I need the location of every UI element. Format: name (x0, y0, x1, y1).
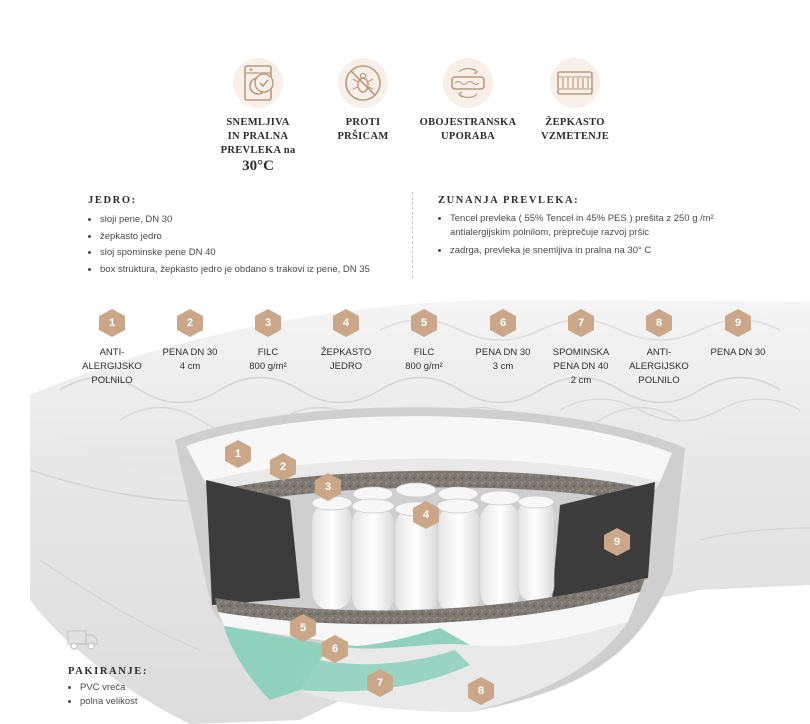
callout-8: 8 (468, 677, 494, 705)
feature-label: ŽEPKASTO VZMETENJE (540, 117, 610, 142)
feature-label: OBOJESTRANSKA UPORABA (419, 117, 517, 142)
cover-spec: ZUNANJA PREVLEKA: Tencel prevleka ( 55% … (438, 195, 738, 258)
packaging-spec: PAKIRANJE: PVC vreča polna velikost (68, 666, 268, 709)
legend-label-4: ŽEPKASTO JEDRO (320, 347, 372, 372)
list-item: PVC vreča (80, 681, 268, 695)
spec-divider (412, 192, 413, 278)
callout-6: 6 (322, 635, 348, 663)
legend-label-7: SPOMINSKA PENA DN 40 2 cm (552, 347, 610, 386)
feature-double-sided: OBOJESTRANSKA UPORABA (413, 56, 523, 144)
callout-7: 7 (367, 669, 393, 697)
packaging-title: PAKIRANJE: (68, 666, 148, 677)
anti-mite-icon (336, 56, 390, 110)
washing-machine-icon (231, 56, 285, 110)
legend-label-5: FILC 800 g/m² (405, 347, 443, 372)
feature-temperature: 30°C (242, 158, 274, 174)
callout-9: 9 (604, 528, 630, 556)
cover-spec-title: ZUNANJA PREVLEKA: (438, 195, 580, 206)
list-item: box struktura, žepkasto jedro je obdano … (100, 262, 403, 279)
pocket-spring-icon (548, 56, 602, 110)
list-item: zadrga, prevleka je snemljiva in pralna … (450, 244, 738, 258)
packaging-list: PVC vreča polna velikost (68, 681, 268, 709)
cover-spec-list: Tencel prevleka ( 55% Tencel in 45% PES … (438, 212, 738, 258)
double-sided-mattress-icon (441, 56, 495, 110)
feature-label: PROTI PRŠICAM (337, 117, 389, 142)
delivery-truck-icon (66, 626, 100, 652)
list-item: sloji pene, DN 30 (100, 212, 403, 229)
feature-anti-mite: PROTI PRŠICAM (308, 56, 418, 144)
legend-label-1: ANTI- ALERGIJSKO POLNILO (82, 347, 142, 386)
feature-washable-cover: SNEMLJIVA IN PRALNA PREVLEKA na 30°C (203, 56, 313, 175)
legend-label-8: ANTI- ALERGIJSKO POLNILO (629, 347, 689, 386)
list-item: žepkasto jedro (100, 229, 403, 246)
list-item: Tencel prevleka ( 55% Tencel in 45% PES … (450, 212, 738, 240)
core-spec-list: sloji pene, DN 30 žepkasto jedro sloj sp… (88, 212, 403, 278)
mattress-cutaway-illustration (29, 300, 810, 724)
legend-label-6: PENA DN 30 3 cm (475, 347, 531, 372)
list-item: sloj spominske pene DN 40 (100, 245, 403, 262)
feature-pocket-spring: ŽEPKASTO VZMETENJE (520, 56, 630, 144)
core-spec: JEDRO: sloji pene, DN 30 žepkasto jedro … (88, 195, 403, 278)
callout-5: 5 (290, 614, 316, 642)
list-item: polna velikost (80, 695, 268, 709)
legend-label-2: PENA DN 30 4 cm (162, 347, 218, 372)
legend-label-3: FILC 800 g/m² (249, 347, 287, 372)
core-spec-title: JEDRO: (88, 195, 137, 206)
legend-label-9: PENA DN 30 (710, 347, 766, 358)
feature-label: SNEMLJIVA IN PRALNA PREVLEKA na (220, 117, 296, 156)
